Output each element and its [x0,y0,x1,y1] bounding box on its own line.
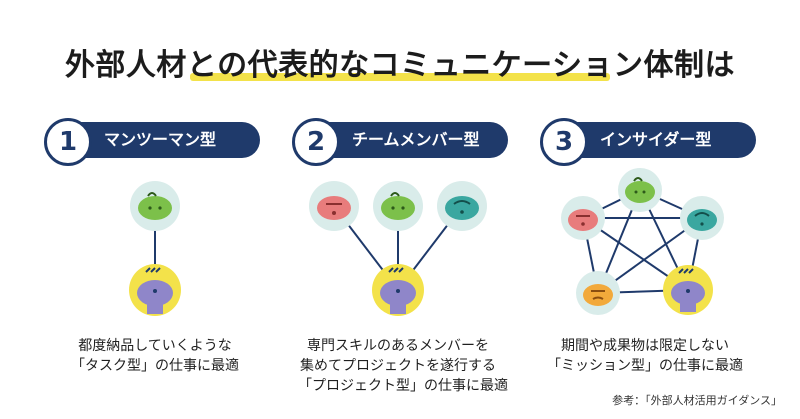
node-main-person-2 [372,264,424,316]
source-note: 参考：「外部人材活用ガイダンス」 [612,394,782,407]
badge-type-2: 2 チームメンバー型 [292,118,508,166]
description-3-line-2: 「ミッション型」の仕事に最適 [547,358,743,374]
node-main-person-3 [663,265,713,315]
description-2-line-2: 集めてプロジェクトを遂行する [300,358,496,374]
badge-label-2: チームメンバー型 [352,130,480,149]
node-orange-person [576,271,620,315]
badge-type-3: 3 インサイダー型 [540,118,756,166]
page-title: 外部人材との代表的なコミュニケーション体制は [64,48,736,83]
node-main-person [129,264,181,316]
node-pink-person [309,181,359,231]
description-type-1: 都度納品していくような 「タスク型」の仕事に最適 [55,336,255,376]
node-pink-person-3 [561,196,605,240]
badge-type-1: 1 マンツーマン型 [44,118,260,166]
description-2-line-1: 専門スキルのあるメンバーを [307,338,489,354]
description-type-3: 期間や成果物は限定しない 「ミッション型」の仕事に最適 [545,336,745,376]
badge-number-2: 2 [292,118,340,166]
badge-label-1: マンツーマン型 [104,130,217,149]
badge-number-3: 3 [540,118,588,166]
node-green-person-2 [373,181,423,231]
node-teal-person-3 [680,196,724,240]
description-2-line-3: 「プロジェクト型」の仕事に最適 [298,378,508,394]
description-3-line-1: 期間や成果物は限定しない [561,338,729,354]
node-green-person-3 [618,168,662,212]
node-teal-person [437,181,487,231]
description-1-line-1: 都度納品していくような [78,338,232,354]
description-type-2: 専門スキルのあるメンバーを 集めてプロジェクトを遂行する 「プロジェクト型」の仕… [298,336,508,396]
description-1-line-2: 「タスク型」の仕事に最適 [71,358,239,374]
badge-label-3: インサイダー型 [600,130,712,149]
node-green-person [130,181,180,231]
badge-number-1: 1 [44,118,92,166]
